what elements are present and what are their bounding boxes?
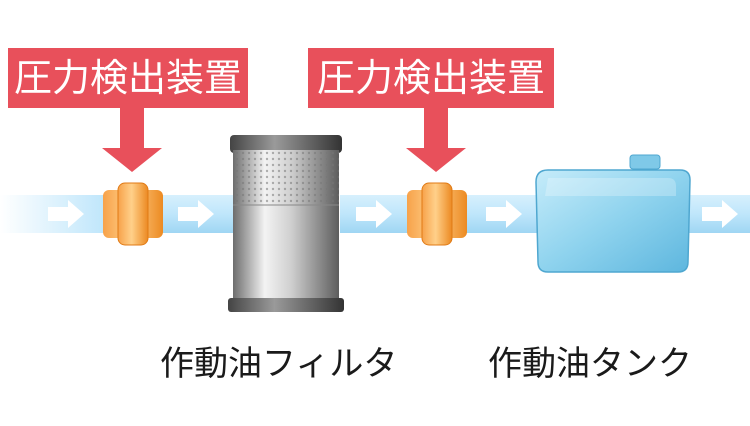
pressure-sensor-icon: [103, 182, 163, 246]
flow-arrow-icon: [48, 200, 84, 228]
flow-arrow-icon: [356, 200, 392, 228]
filter-caption: 作動油フィルタ: [160, 344, 398, 384]
flow-arrow-icon: [178, 200, 214, 228]
pointer-arrow-icon: [406, 108, 466, 172]
pressure-sensor-left: [103, 182, 163, 246]
sensor-label-left: 圧力検出装置: [8, 48, 248, 108]
pressure-sensor-right: [407, 182, 467, 246]
flow-arrow-icon: [486, 200, 522, 228]
pressure-sensor-icon: [407, 182, 467, 246]
filter-icon: [228, 135, 344, 312]
sensor-label-right: 圧力検出装置: [308, 48, 554, 108]
pointer-arrow-icon: [102, 108, 162, 172]
tank-icon: [535, 154, 691, 273]
flow-arrow-icon: [702, 200, 738, 228]
tank-caption: 作動油タンク: [488, 344, 692, 384]
flow-arrows: [48, 200, 738, 228]
